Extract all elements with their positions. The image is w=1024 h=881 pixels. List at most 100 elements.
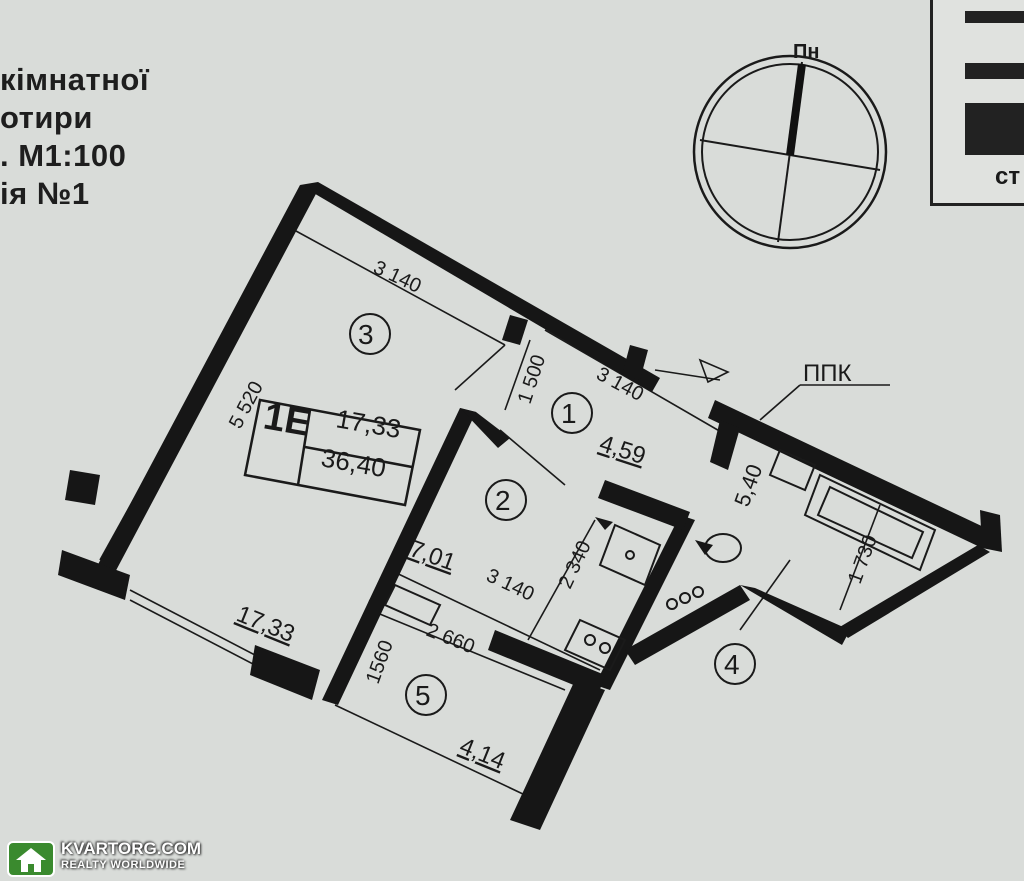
room-2-circle bbox=[485, 479, 527, 521]
compass-outer-ring bbox=[692, 54, 888, 250]
bathtub-inner-icon bbox=[816, 485, 925, 560]
room-4-circle bbox=[714, 643, 756, 685]
fixtures bbox=[243, 398, 937, 672]
room-3-area: 17,33 bbox=[233, 601, 299, 649]
wall-room3-bottom bbox=[250, 645, 320, 700]
room-4-area: 5,40 bbox=[729, 461, 767, 510]
wall-left bbox=[94, 185, 318, 578]
compass-north-needle bbox=[786, 63, 806, 156]
entrance-arrow bbox=[698, 358, 730, 384]
stove-icon bbox=[563, 618, 627, 672]
watermark-subtitle: REALTY WORLDWIDE bbox=[61, 859, 186, 871]
ppk-label: ППК bbox=[803, 360, 852, 387]
room-2-area: 7,01 bbox=[406, 535, 459, 576]
dimension-room3-width: 3 140 bbox=[370, 257, 425, 298]
wall-room4-diagonal bbox=[740, 585, 850, 645]
title-line-1: кімнатної bbox=[0, 62, 150, 97]
watermark: KVARTORG.COM REALTY WORLDWIDE bbox=[6, 836, 201, 878]
entrance-marker-line bbox=[654, 369, 721, 381]
dimension-line-room3-width bbox=[284, 224, 506, 346]
wall-kitchen-right bbox=[595, 515, 695, 690]
room-3-circle bbox=[349, 313, 391, 355]
dimension-kitchen-width: 3 140 bbox=[483, 565, 538, 606]
compass-inner-ring bbox=[701, 63, 879, 241]
kitchen-sink-drain-icon bbox=[625, 550, 635, 560]
wall-duct bbox=[598, 480, 690, 530]
dimension-line-hall bbox=[544, 329, 736, 441]
floor-drain-icon bbox=[692, 586, 704, 598]
compass: Пн bbox=[692, 41, 888, 250]
legend-label: ст bbox=[995, 163, 1021, 190]
dimension-loggia-length: 2 660 bbox=[423, 619, 478, 658]
apartment-total-area: 36,40 bbox=[319, 442, 388, 483]
door-marker-bath bbox=[695, 540, 713, 555]
title-line-3: . М1:100 bbox=[0, 138, 127, 173]
room-5-circle bbox=[405, 674, 447, 716]
ppk-leader-diagonal bbox=[759, 384, 801, 421]
dimension-line-kitchen-width bbox=[389, 569, 601, 671]
dimension-line-corridor bbox=[504, 339, 531, 411]
room3-window-line-2 bbox=[129, 599, 256, 666]
watermark-house-icon bbox=[7, 841, 55, 877]
stove-burner-icon bbox=[584, 634, 596, 646]
room-1-circle bbox=[551, 392, 593, 434]
bathtub-icon bbox=[803, 473, 937, 572]
room-1-area: 4,59 bbox=[596, 430, 649, 470]
wall-top bbox=[300, 182, 660, 392]
wall-room2-left bbox=[322, 408, 476, 705]
floor-drain-icon bbox=[666, 598, 678, 610]
watermark-title: KVARTORG.COM bbox=[61, 839, 202, 858]
kitchen-sink-icon bbox=[598, 523, 662, 587]
dimension-loggia-depth: 1560 bbox=[362, 637, 398, 686]
title-line-4: ія №1 bbox=[0, 176, 90, 211]
apartment-info-divider-h bbox=[304, 445, 413, 469]
wall-top-pier bbox=[622, 345, 648, 380]
dimension-line-loggia-length bbox=[369, 609, 566, 691]
apartment-living-area: 17,33 bbox=[334, 403, 403, 444]
wall-left-bottom bbox=[58, 550, 130, 600]
stove-burner-icon bbox=[599, 642, 611, 654]
loggia-window-line bbox=[334, 704, 526, 796]
walls bbox=[58, 182, 1002, 830]
dimension-kitchen-depth: 2 340 bbox=[555, 537, 596, 592]
dimension-room3-length: 5 520 bbox=[225, 378, 268, 433]
legend-swatch-1 bbox=[965, 11, 1024, 23]
wall-loggia-right bbox=[510, 680, 605, 830]
legend-swatch-3 bbox=[965, 103, 1024, 155]
wall-bath-end bbox=[980, 510, 1002, 552]
heater-icon bbox=[383, 583, 442, 627]
door-marker-kitchen bbox=[595, 517, 613, 530]
wall-kitchen-bottom bbox=[488, 630, 605, 695]
wall-left-stub bbox=[65, 470, 100, 505]
wall-bath-top bbox=[708, 400, 990, 548]
floor-drain-icon bbox=[679, 592, 691, 604]
room-3-number: 3 bbox=[358, 319, 374, 350]
legend-box: ст bbox=[930, 0, 1024, 206]
room-1-number: 1 bbox=[561, 398, 577, 429]
door-swing-room2 bbox=[499, 429, 566, 486]
room-markers bbox=[349, 313, 756, 716]
apartment-info-divider-v bbox=[296, 409, 312, 486]
washbasin-icon bbox=[768, 448, 817, 492]
door-swing-room3 bbox=[454, 344, 506, 391]
compass-north-label: Пн bbox=[793, 41, 819, 63]
wall-room4-bottom bbox=[625, 585, 750, 665]
wall-corridor-pier bbox=[502, 315, 528, 345]
wall-bath-bottom bbox=[838, 545, 990, 638]
room-5-area: 4,14 bbox=[456, 733, 509, 776]
wall-bath-pier bbox=[710, 420, 740, 470]
dimension-corridor-width: 1 500 bbox=[514, 352, 550, 406]
apartment-type-code: 1Е bbox=[260, 396, 313, 445]
room3-window-line-1 bbox=[129, 589, 256, 656]
room-2-number: 2 bbox=[495, 485, 511, 516]
room-4-number: 4 bbox=[724, 649, 740, 680]
wall-room2-top bbox=[460, 408, 510, 448]
legend-swatch-2 bbox=[965, 63, 1024, 79]
title-line-2: отири bbox=[0, 100, 93, 135]
dimension-line-kitchen-depth bbox=[527, 519, 596, 641]
room-5-number: 5 bbox=[415, 680, 431, 711]
dimension-line-bath bbox=[839, 504, 881, 611]
dimension-bath-depth: 1 730 bbox=[844, 532, 882, 587]
